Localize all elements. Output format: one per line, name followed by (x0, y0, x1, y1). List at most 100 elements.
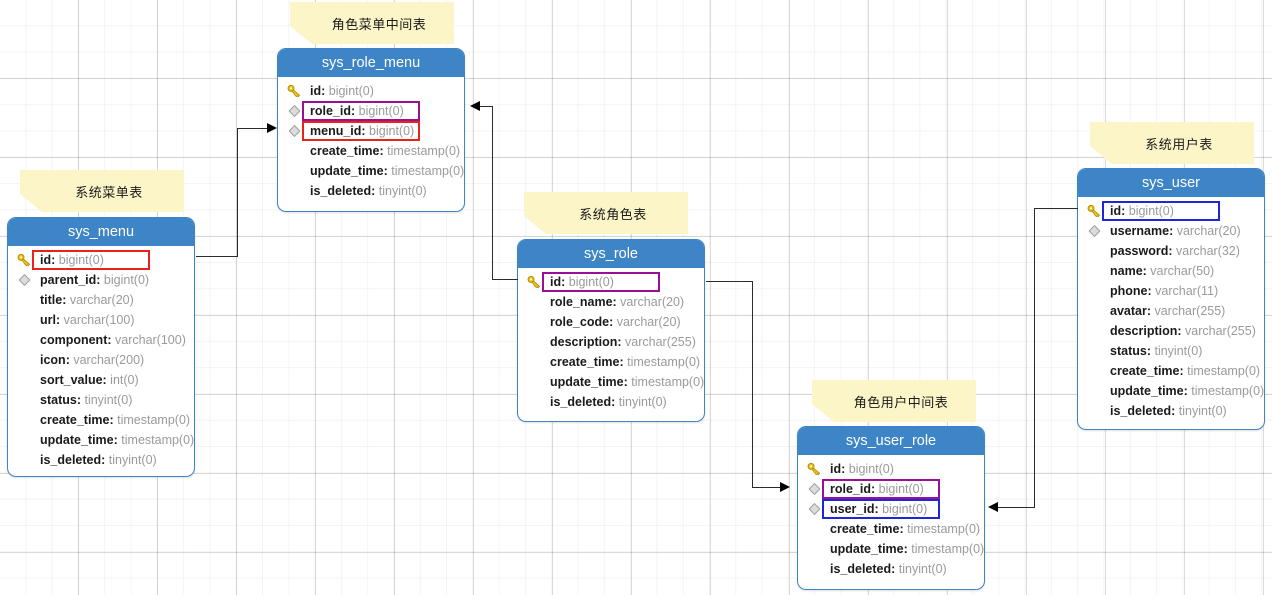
field-type: bigint(0) (328, 84, 374, 98)
field-separator: : (903, 542, 912, 556)
field-row-password[interactable]: password: varchar(32) (1078, 241, 1264, 261)
field-row-role_code[interactable]: role_code: varchar(20) (518, 312, 704, 332)
diamond-icon (287, 124, 302, 139)
field-row-description[interactable]: description: varchar(255) (1078, 321, 1264, 341)
field-row-update_time[interactable]: update_time: timestamp(0) (1078, 381, 1264, 401)
field-row-create_time[interactable]: create_time: timestamp(0) (8, 410, 194, 430)
field-list: id: bigint(0)role_name: varchar(20)role_… (518, 268, 704, 418)
field-separator: : (891, 562, 899, 576)
table-title-sys_role: sys_role (518, 240, 704, 268)
field-row-create_time[interactable]: create_time: timestamp(0) (1078, 361, 1264, 381)
field-separator: : (871, 482, 879, 496)
connector-segment-menu-to-role-menu-2 (237, 128, 273, 130)
field-row-is_deleted[interactable]: is_deleted: tinyint(0) (278, 181, 464, 201)
connector-segment-role-to-role-menu-1 (492, 106, 494, 280)
field-separator: : (1171, 404, 1179, 418)
connector-arrowhead-menu-to-role-menu (267, 123, 277, 133)
field-type: timestamp(0) (1187, 364, 1261, 378)
field-name: is_deleted (310, 184, 372, 198)
field-separator: : (107, 333, 115, 347)
field-row-update_time[interactable]: update_time: timestamp(0) (8, 430, 194, 450)
sticky-note-role-menu: 角色菜单中间表 (290, 2, 454, 44)
field-row-update_time[interactable]: update_time: timestamp(0) (518, 372, 704, 392)
field-list: id: bigint(0)username: varchar(20)passwo… (1078, 197, 1264, 427)
table-title-sys_menu: sys_menu (8, 218, 194, 246)
field-row-name[interactable]: name: varchar(50) (1078, 261, 1264, 281)
field-name: user_id (830, 502, 875, 516)
table-title-sys_role_menu: sys_role_menu (278, 49, 464, 77)
field-row-role_id[interactable]: role_id: bigint(0) (798, 479, 984, 499)
field-row-title[interactable]: title: varchar(20) (8, 290, 194, 310)
field-row-is_deleted[interactable]: is_deleted: tinyint(0) (8, 450, 194, 470)
field-type: varchar(20) (1176, 224, 1241, 238)
field-separator: : (561, 275, 569, 289)
entity-table-sys_user_role[interactable]: sys_user_role id: bigint(0)role_id: bigin… (797, 426, 985, 590)
field-row-is_deleted[interactable]: is_deleted: tinyint(0) (1078, 401, 1264, 421)
field-separator: : (113, 433, 122, 447)
field-row-status[interactable]: status: tinyint(0) (8, 390, 194, 410)
field-separator: : (321, 84, 329, 98)
field-row-id[interactable]: id: bigint(0) (8, 250, 194, 270)
field-type: tinyint(0) (898, 562, 947, 576)
entity-table-sys_menu[interactable]: sys_menu id: bigint(0)parent_id: bigint(0… (7, 217, 195, 477)
field-row-create_time[interactable]: create_time: timestamp(0) (518, 352, 704, 372)
key-icon (17, 253, 32, 268)
field-row-user_id[interactable]: user_id: bigint(0) (798, 499, 984, 519)
field-row-update_time[interactable]: update_time: timestamp(0) (798, 539, 984, 559)
field-name: create_time (550, 355, 620, 369)
field-row-sort_value[interactable]: sort_value: int(0) (8, 370, 194, 390)
field-row-id[interactable]: id: bigint(0) (798, 459, 984, 479)
field-row-url[interactable]: url: varchar(100) (8, 310, 194, 330)
field-separator: : (1168, 244, 1176, 258)
field-name: username (1110, 224, 1170, 238)
field-row-update_time[interactable]: update_time: timestamp(0) (278, 161, 464, 181)
diamond-icon (17, 273, 32, 288)
field-row-role_name[interactable]: role_name: varchar(20) (518, 292, 704, 312)
field-name: create_time (1110, 364, 1180, 378)
field-separator: : (1179, 364, 1188, 378)
field-row-create_time[interactable]: create_time: timestamp(0) (798, 519, 984, 539)
field-name: id (310, 84, 322, 98)
connector-segment-menu-to-role-menu-0 (196, 256, 238, 258)
field-type: timestamp(0) (387, 144, 461, 158)
field-separator: : (55, 313, 64, 327)
field-row-status[interactable]: status: tinyint(0) (1078, 341, 1264, 361)
field-row-id[interactable]: id: bigint(0) (278, 81, 464, 101)
field-type: bigint(0) (848, 462, 894, 476)
field-type: timestamp(0) (121, 433, 195, 447)
field-row-avatar[interactable]: avatar: varchar(255) (1078, 301, 1264, 321)
field-row-parent_id[interactable]: parent_id: bigint(0) (8, 270, 194, 290)
field-name: id (550, 275, 562, 289)
field-name: status (40, 393, 77, 407)
field-row-icon[interactable]: icon: varchar(200) (8, 350, 194, 370)
field-row-component[interactable]: component: varchar(100) (8, 330, 194, 350)
field-separator: : (1183, 384, 1192, 398)
connector-segment-role-to-role-menu-2 (479, 106, 493, 108)
field-row-is_deleted[interactable]: is_deleted: tinyint(0) (518, 392, 704, 412)
diamond-icon (287, 104, 302, 119)
field-separator: : (109, 413, 118, 427)
field-row-create_time[interactable]: create_time: timestamp(0) (278, 141, 464, 161)
key-icon (527, 275, 542, 290)
key-icon (1087, 204, 1102, 219)
field-name: id (40, 253, 52, 267)
field-type: varchar(255) (1185, 324, 1256, 338)
field-row-id[interactable]: id: bigint(0) (1078, 201, 1264, 221)
field-name: component (40, 333, 108, 347)
field-name: icon (40, 353, 66, 367)
field-row-description[interactable]: description: varchar(255) (518, 332, 704, 352)
field-row-is_deleted[interactable]: is_deleted: tinyint(0) (798, 559, 984, 579)
field-type: bigint(0) (369, 124, 415, 138)
field-row-role_id[interactable]: role_id: bigint(0) (278, 101, 464, 121)
field-row-phone[interactable]: phone: varchar(11) (1078, 281, 1264, 301)
field-row-username[interactable]: username: varchar(20) (1078, 221, 1264, 241)
field-row-menu_id[interactable]: menu_id: bigint(0) (278, 121, 464, 141)
connector-segment-role-to-user-role-0 (706, 281, 753, 283)
field-separator: : (619, 355, 628, 369)
field-row-id[interactable]: id: bigint(0) (518, 272, 704, 292)
table-title-sys_user_role: sys_user_role (798, 427, 984, 455)
